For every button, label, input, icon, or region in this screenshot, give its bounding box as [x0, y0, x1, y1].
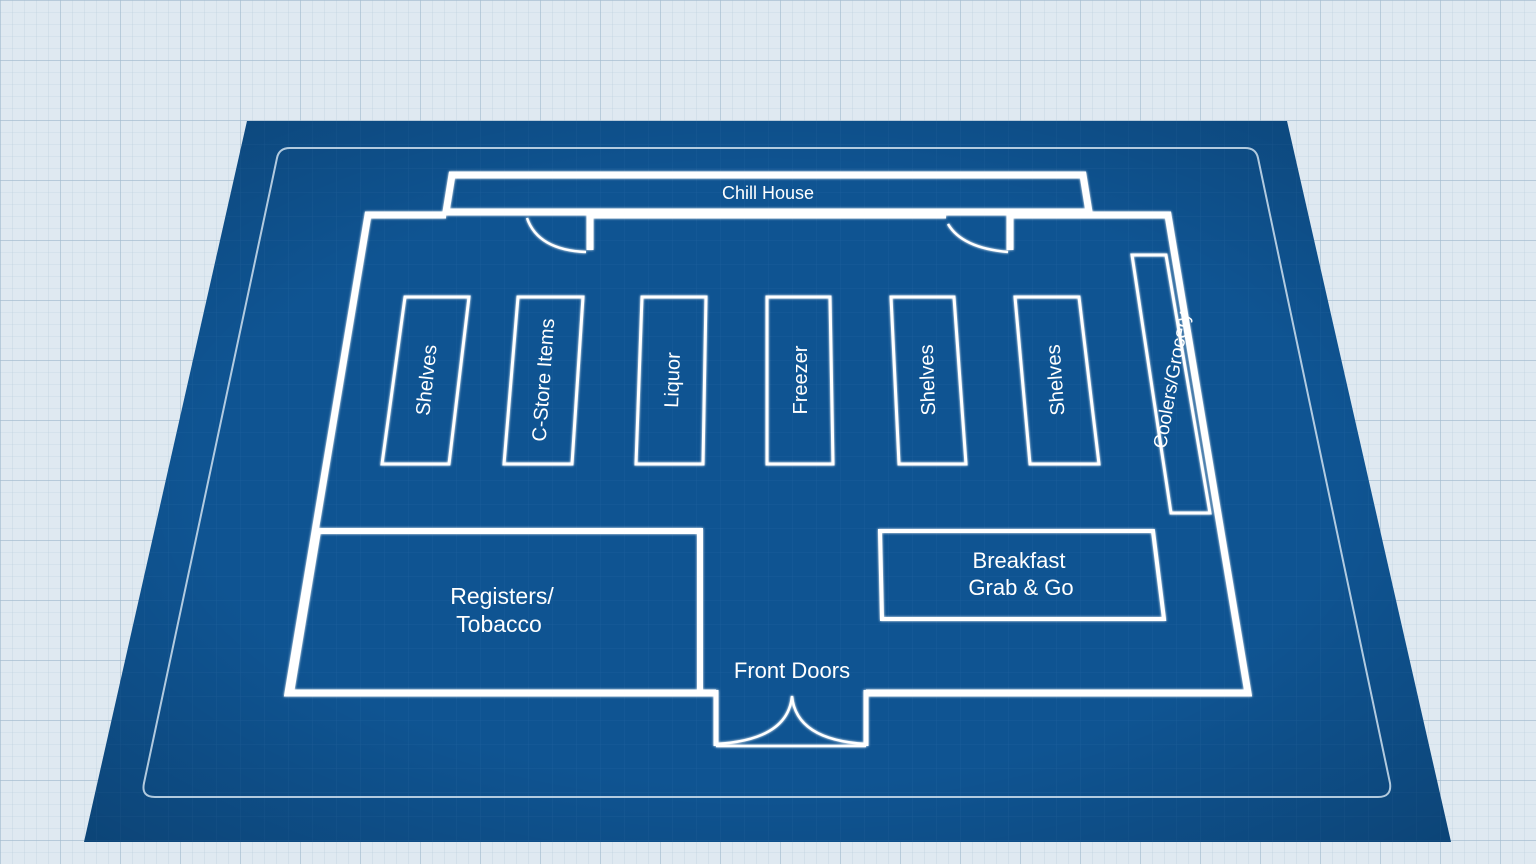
breakfast-counter — [877, 529, 1167, 621]
sheet-border — [142, 147, 1392, 798]
aisle-cstore-items — [502, 295, 585, 466]
chill-house-label: Chill House — [722, 183, 814, 203]
coolers-grocery — [1130, 253, 1212, 515]
front-doors-label: Front Doors — [734, 658, 850, 683]
aisle-label-shelves-2: Shelves — [916, 344, 940, 416]
aisle-freezer — [765, 295, 835, 466]
tobacco-label: Tobacco — [456, 611, 542, 637]
breakfast-label-line2: Grab & Go — [968, 575, 1073, 600]
aisle-liquor — [634, 295, 708, 466]
breakfast-label-line1: Breakfast — [973, 548, 1066, 573]
chill-house-door-right — [946, 223, 1009, 254]
aisle-shelves-3 — [1013, 295, 1101, 466]
front-doors — [715, 695, 867, 748]
aisle-label-shelves-3: Shelves — [1043, 344, 1070, 417]
registers-label: Registers/ — [450, 583, 554, 609]
aisle-shelves-1 — [380, 295, 471, 466]
front-door-vestibule — [713, 690, 869, 746]
registers-room — [287, 528, 703, 696]
aisle-label-liquor: Liquor — [661, 352, 685, 409]
aisle-shelves-2 — [889, 295, 968, 466]
aisle-label-freezer: Freezer — [790, 345, 812, 414]
chill-house-door-left — [525, 217, 587, 254]
